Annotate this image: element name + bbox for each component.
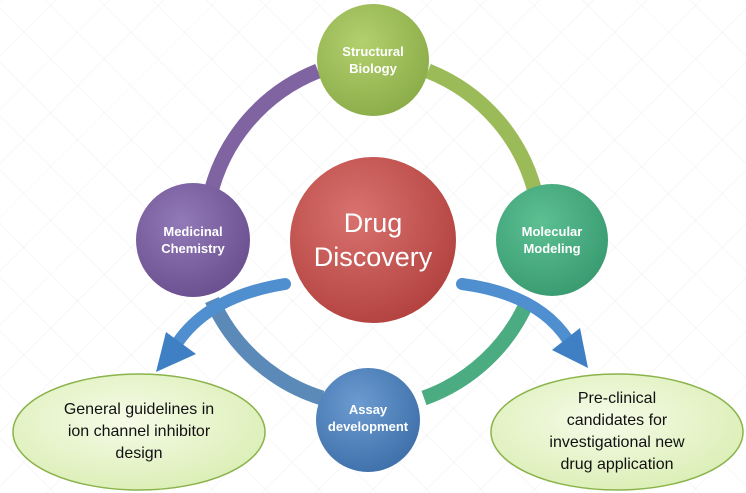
ring-arc-structural-to-molecular bbox=[425, 64, 544, 198]
arrow-left bbox=[156, 278, 291, 372]
molecular-modeling-label: Molecular Modeling bbox=[502, 222, 602, 258]
ring-arc-medicinal-to-structural bbox=[202, 64, 321, 198]
left-outcome-line2: ion channel inhibitor bbox=[67, 423, 211, 440]
medicinal-chemistry-circle bbox=[136, 183, 250, 297]
molecular-modeling-line1: Molecular bbox=[521, 224, 583, 239]
structural-biology-label: Structural Biology bbox=[323, 42, 423, 78]
right-outcome-line1: Pre-clinical bbox=[577, 390, 657, 407]
left-outcome-line3: design bbox=[115, 445, 163, 462]
structural-biology-line1: Structural bbox=[342, 44, 404, 59]
left-outcome-line1: General guidelines in bbox=[63, 401, 215, 418]
medicinal-chemistry-line1: Medicinal bbox=[163, 224, 223, 239]
structural-biology-circle bbox=[317, 4, 429, 116]
ring-arc-molecular-to-assay bbox=[421, 296, 535, 406]
assay-development-line1: Assay bbox=[348, 402, 388, 417]
left-outcome-label: General guidelines in ion channel inhibi… bbox=[30, 396, 248, 468]
medicinal-chemistry-label: Medicinal Chemistry bbox=[143, 222, 243, 258]
right-outcome-line2: candidates for bbox=[566, 412, 668, 429]
medicinal-chemistry-line2: Chemistry bbox=[161, 241, 225, 256]
ring-arc-assay-to-medicinal bbox=[205, 296, 325, 406]
arrow-right bbox=[456, 278, 588, 368]
center-label-line1: Drug bbox=[343, 208, 403, 238]
center-label-line2: Discovery bbox=[313, 242, 433, 272]
right-outcome-line4: drug application bbox=[560, 456, 674, 473]
assay-development-line2: development bbox=[327, 419, 409, 434]
right-outcome-line3: investigational new bbox=[549, 434, 685, 451]
molecular-modeling-circle bbox=[496, 184, 608, 296]
structural-biology-line2: Biology bbox=[349, 61, 397, 76]
center-circle bbox=[290, 157, 456, 323]
right-outcome-label: Pre-clinical candidates for investigatio… bbox=[508, 386, 726, 478]
right-outcome-oval bbox=[490, 373, 744, 491]
left-outcome-oval bbox=[12, 373, 266, 491]
assay-development-label: Assay development bbox=[318, 400, 418, 436]
center-label: Drug Discovery bbox=[293, 200, 453, 280]
molecular-modeling-line2: Modeling bbox=[523, 241, 581, 256]
assay-development-circle bbox=[316, 368, 420, 472]
